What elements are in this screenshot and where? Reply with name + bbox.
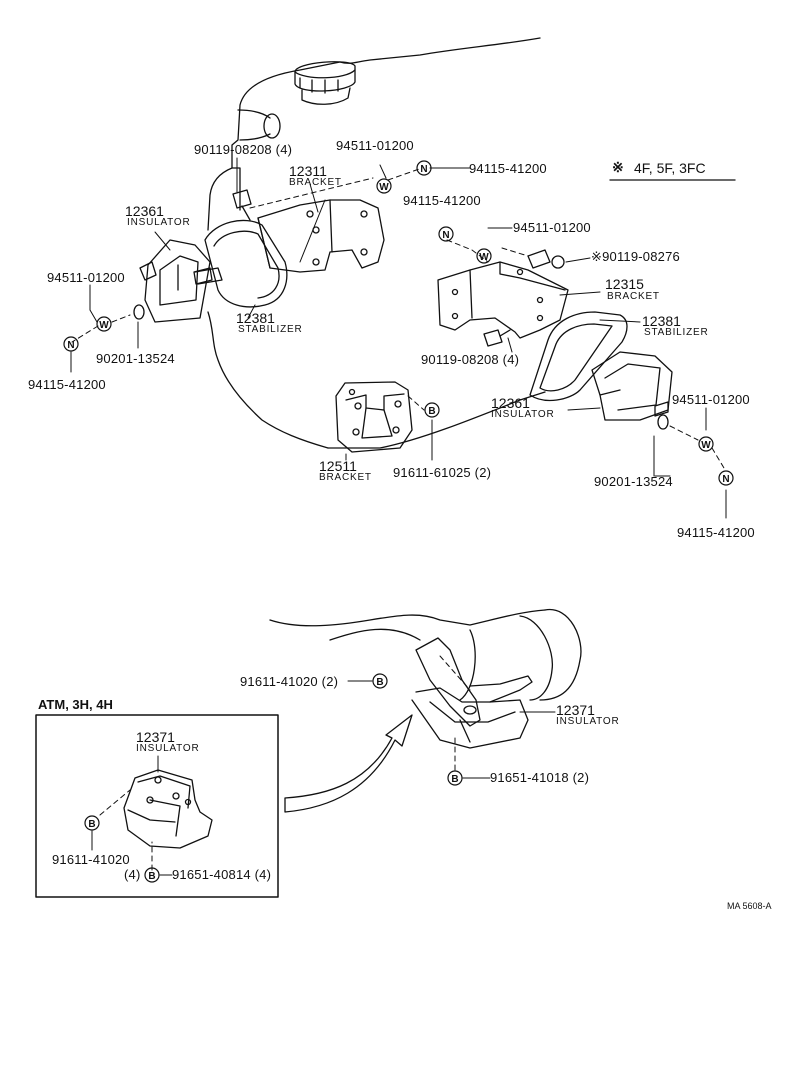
- right-stabilizer-drawing: [529, 311, 628, 402]
- lower-leaders: [91, 680, 556, 876]
- callout-94511-01200-right: 94511-01200: [672, 392, 750, 407]
- bolt-symbol: B: [376, 677, 383, 688]
- hardware-symbol-letters: W N N W W N W N B B B B B: [67, 164, 729, 882]
- callout-12381-right: 12381: [642, 313, 681, 329]
- hardware-drawing: [133, 189, 669, 430]
- callout-90119-08208-left: 90119-08208 (4): [194, 142, 293, 157]
- callout-94115-41200-left: 94115-41200: [28, 377, 106, 392]
- bracket-12315-drawing: [437, 261, 569, 339]
- right-insulator-drawing: [591, 351, 673, 421]
- engine-outline: [207, 37, 546, 449]
- callout-12371-inset-name: INSULATOR: [136, 743, 200, 754]
- bolt-symbol: B: [148, 871, 155, 882]
- callout-94115-41200-top: 94115-41200: [469, 161, 547, 176]
- callout-12371-main-name: INSULATOR: [556, 716, 620, 727]
- callout-91611-61025: 91611-61025 (2): [393, 465, 492, 480]
- callout-90119-08208-right: 90119-08208 (4): [421, 352, 520, 367]
- callout-90201-13524-right: 90201-13524: [594, 474, 673, 489]
- callout-91651-41018: 91651-41018 (2): [490, 770, 590, 785]
- bolt-symbol: B: [88, 819, 95, 830]
- washer-symbol: W: [99, 320, 109, 331]
- hardware-symbols: [63, 160, 734, 883]
- nut-symbol: N: [722, 474, 729, 485]
- bolt-symbol: B: [451, 774, 458, 785]
- callout-12371-main: 12371: [556, 702, 595, 718]
- callout-qty-4: (4): [124, 867, 141, 882]
- callout-12315: 12315: [605, 276, 644, 292]
- callout-94115-41200-right: 94115-41200: [677, 525, 755, 540]
- callout-91611-41020-main: 91611-41020 (2): [240, 674, 339, 689]
- inset-frame: [35, 714, 279, 898]
- drawing-code: MA 5608-A: [727, 901, 772, 911]
- callout-12381-left-name: STABILIZER: [238, 324, 303, 335]
- left-mount-drawing: [139, 219, 288, 323]
- callout-12511: 12511: [319, 458, 357, 474]
- note-text: 4F, 5F, 3FC: [634, 160, 706, 176]
- nut-symbol: N: [67, 340, 74, 351]
- inset-title: ATM, 3H, 4H: [38, 697, 113, 712]
- washer-symbol: W: [479, 252, 489, 263]
- callout-12315-name: BRACKET: [607, 291, 660, 302]
- callout-94511-01200-mid: 94511-01200: [513, 220, 591, 235]
- bracket-12511-drawing: [335, 381, 413, 453]
- washer-symbol: W: [701, 440, 711, 451]
- nut-symbol: N: [420, 164, 427, 175]
- callout-91651-40814: 91651-40814 (4): [172, 867, 272, 882]
- callout-12361-left-name: INSULATOR: [127, 217, 191, 228]
- callout-12361-right-name: INSULATOR: [491, 409, 555, 420]
- inset-insulator-drawing: [123, 769, 213, 849]
- insulator-12371-drawing: [411, 637, 533, 749]
- nut-symbol: N: [442, 230, 449, 241]
- callout-94511-01200-left: 94511-01200: [47, 270, 125, 285]
- washer-symbol: W: [379, 182, 389, 193]
- callout-90201-13524-left: 90201-13524: [96, 351, 175, 366]
- callout-12371-inset: 12371: [136, 729, 175, 745]
- callout-12361-right: 12361: [491, 395, 530, 411]
- bolt-symbol: B: [428, 406, 435, 417]
- dashed-leaders: [71, 167, 725, 871]
- callout-12381-right-name: STABILIZER: [644, 327, 709, 338]
- leader-lines: [70, 157, 727, 519]
- callout-94115-41200-mid: 94115-41200: [403, 193, 481, 208]
- callout-12361-left: 12361: [125, 203, 164, 219]
- note-symbol: ※: [612, 159, 624, 175]
- callout-12311: 12311: [289, 163, 327, 179]
- callout-12381-left: 12381: [236, 310, 275, 326]
- callout-12511-name: BRACKET: [319, 472, 372, 483]
- callout-91611-41020-inset: 91611-41020: [52, 852, 130, 867]
- inset-arrow: [284, 714, 413, 813]
- callout-94511-01200-top: 94511-01200: [336, 138, 414, 153]
- callout-90119-08276: ※90119-08276: [591, 249, 680, 264]
- transmission-outline: [269, 608, 582, 701]
- callout-12311-name: BRACKET: [289, 177, 342, 188]
